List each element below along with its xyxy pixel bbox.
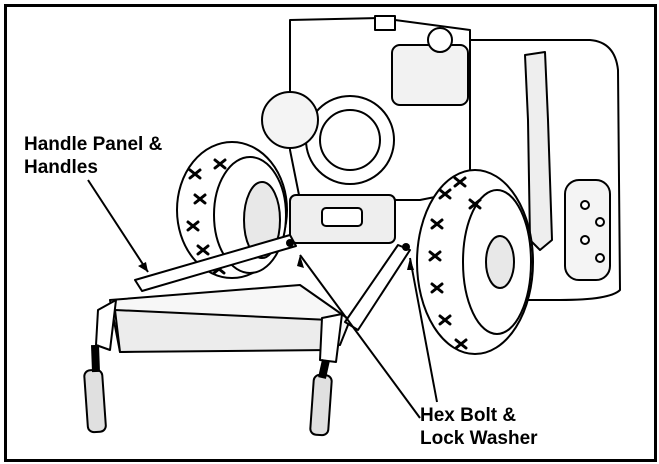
left-handle-grip [95,299,117,351]
leader-handle-panel [87,179,149,273]
hex-bolt-left [286,239,294,247]
handle-panel-callout: Handle Panel & Handles [24,133,162,179]
left-handle-bar [134,234,297,292]
discharge-chute [524,51,553,251]
housing-side-plate [564,179,611,281]
leader-hex-bolt-2 [409,257,438,403]
callout-line: Handles [24,157,98,178]
fuel-cap [427,27,453,53]
right-wheel [416,169,534,355]
right-handle-grip [319,313,343,363]
filler-neck [374,15,396,31]
hex-bolt-callout: Hex Bolt & Lock Washer [420,404,538,450]
right-handle-bar [344,244,411,331]
hex-bolt-right [402,243,410,251]
callout-line: Handle Panel & [24,134,163,155]
leader-hex-bolt-1 [299,254,421,419]
muffler-guard [261,91,319,149]
fuel-tank [391,44,469,106]
callout-line: Hex Bolt & [420,405,517,426]
callout-line: Lock Washer [420,428,538,449]
